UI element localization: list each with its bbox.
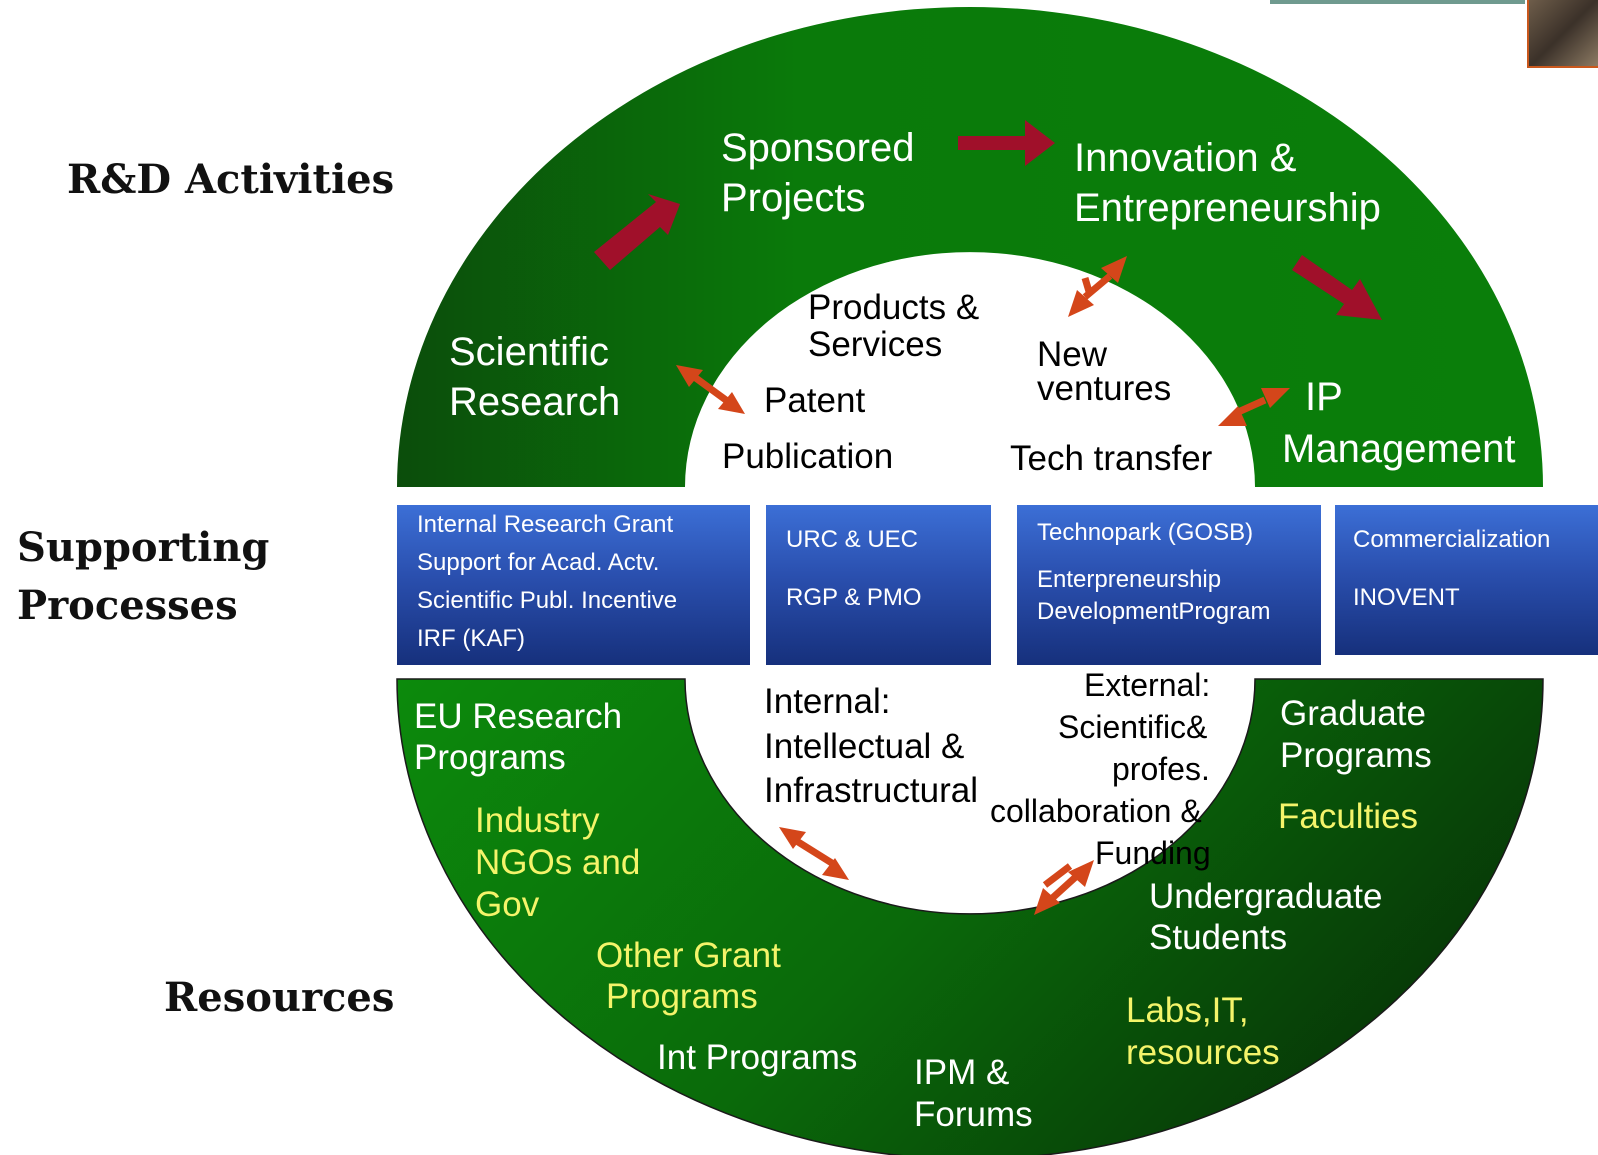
activity-scientific-research: Scientific [449,330,610,374]
arrowhead [1034,888,1060,915]
resource-int-programs: Int Programs [657,1038,858,1077]
resource-other-grants-line2: Programs [606,977,758,1016]
output-publication: Publication [722,437,894,476]
resource-industry-line3: Gov [475,885,540,924]
activity-innovation-line2: Entrepreneurship [1074,186,1381,230]
process-item: Scientific Publ. Incentive [417,587,678,614]
row-label-rd: R&D Activities [67,156,395,203]
resource-internal-line3: Infrastructural [764,771,978,810]
output-tech-transfer: Tech transfer [1010,439,1213,478]
resource-industry-line2: NGOs and [475,843,641,882]
output-products-services-line2: Services [808,325,943,364]
process-item: Technopark (GOSB) [1037,519,1254,546]
output-new-ventures: New [1037,335,1108,374]
link-arrow-external-resources [1042,863,1073,888]
process-item: INOVENT [1353,584,1460,611]
resource-external-line2: Scientific& [1058,709,1208,745]
resource-graduate-line2: Programs [1280,736,1432,775]
process-item: URC & UEC [786,526,919,553]
resource-labs: Labs,IT, [1126,991,1249,1030]
process-box-committees: URC & UEC RGP & PMO [766,505,991,665]
resource-ipm-forums-line2: Forums [914,1095,1033,1134]
process-item: Enterpreneurship [1037,566,1222,593]
arrowhead [1218,406,1247,426]
output-patent: Patent [764,381,866,420]
process-item: Commercialization [1353,526,1551,553]
process-item: RGP & PMO [786,584,922,611]
resource-ipm-forums: IPM & [914,1053,1010,1092]
activity-innovation: Innovation & [1074,136,1297,180]
row-label-supporting: Supporting [17,524,270,571]
process-item: IRF (KAF) [417,625,525,652]
activity-sponsored-projects: Sponsored [721,126,915,170]
arrow-shaft [1045,870,1083,905]
row-label-processes: Processes [17,582,238,629]
link-arrow-ip-techtransfer [1234,396,1267,417]
resource-faculties: Faculties [1278,797,1419,836]
resources-ring-segment [396,678,1544,1155]
flow-arrow-sponsored-to-innovation [958,120,1055,166]
activity-ip-management-line2: Management [1282,427,1516,471]
resource-eu-programs-line2: Programs [414,738,566,777]
output-products-services: Products & [808,288,980,327]
resource-undergraduate-line2: Students [1149,918,1288,957]
activity-scientific-research-line2: Research [449,380,621,424]
arrow-shaft [1082,273,1113,300]
flow-arrow-innovation-to-ip [1292,255,1382,320]
arrowhead [822,858,849,880]
resource-external: External: [1084,667,1211,703]
resource-other-grants: Other Grant [596,936,781,975]
resource-external-line5: Funding [1095,835,1211,871]
arrowhead [1101,256,1127,283]
arrowhead [676,365,703,387]
activity-ip-management: IP [1305,375,1343,419]
arrowhead [718,392,745,414]
link-arrow-research-patent [690,373,733,406]
flow-arrow-research-to-sponsored [594,194,680,270]
process-box-technopark: Technopark (GOSB) Enterpreneurship Devel… [1017,505,1321,665]
process-item: DevelopmentProgram [1037,598,1271,625]
arrowhead [1068,290,1094,317]
row-label-resources: Resources [164,974,395,1021]
output-new-ventures-line2: ventures [1037,369,1172,408]
header-photo [1527,0,1598,68]
resource-industry: Industry [475,801,600,840]
process-box-research-support: Internal Research Grant Support for Acad… [397,505,750,665]
activity-sponsored-projects-line2: Projects [721,176,866,220]
resource-external-line3: profes. [1112,751,1210,787]
resource-eu-programs: EU Research [414,697,623,736]
arrowhead [779,827,806,849]
resource-labs-line2: resources [1126,1033,1280,1072]
resource-internal-line2: Intellectual & [764,727,965,766]
resource-undergraduate: Undergraduate [1149,877,1383,916]
resource-graduate: Graduate [1280,694,1426,733]
header-photo-strip [1270,0,1525,4]
link-arrow-internal-resources [793,837,837,868]
resource-external-line4: collaboration & [990,793,1202,829]
process-box-commercialization: Commercialization INOVENT [1335,505,1598,655]
process-item: Internal Research Grant [417,511,674,538]
resource-internal: Internal: [764,682,891,721]
arrowhead [1068,860,1094,887]
process-item: Support for Acad. Actv. [417,549,660,576]
arrowhead [1261,388,1290,408]
